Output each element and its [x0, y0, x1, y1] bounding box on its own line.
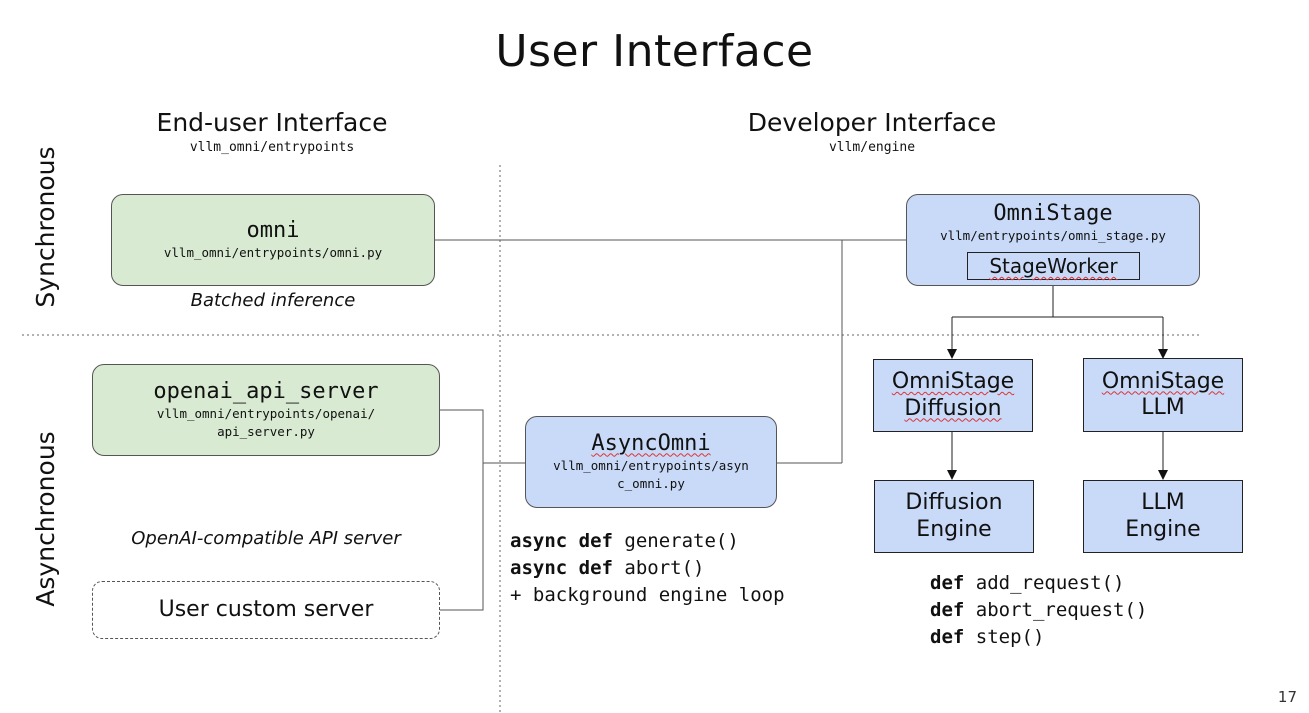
llm-engine-line2: Engine: [1125, 516, 1201, 542]
llm-engine-line1: LLM: [1141, 490, 1185, 516]
developer-heading: Developer Interface: [747, 108, 997, 137]
omni-stage-path: vllm/entrypoints/omni_stage.py: [940, 228, 1166, 244]
user-custom-server-box: User custom server: [92, 581, 440, 639]
openai-api-server-path-line1: vllm_omni/entrypoints/openai/: [156, 406, 376, 422]
omni-stage-name: OmniStage: [993, 201, 1113, 226]
diffusion-engine-line2: Engine: [916, 516, 992, 542]
omni-stage-box: OmniStage vllm/entrypoints/omni_stage.py: [906, 194, 1200, 286]
end-user-heading: End-user Interface: [156, 108, 388, 137]
function-name: abort(): [612, 557, 705, 579]
keyword: def: [930, 599, 965, 621]
omni-stage-llm-line2: LLM: [1141, 395, 1185, 420]
engine-api-code: def add_request()def abort_request()def …: [930, 570, 1147, 651]
slide-title: User Interface: [495, 26, 814, 77]
omni-stage-diffusion-box: OmniStage Diffusion: [873, 359, 1033, 432]
keyword: def: [930, 626, 965, 648]
async-api-line1: async def generate(): [510, 528, 785, 555]
function-name: generate(): [612, 530, 739, 552]
openai-api-server-name: openai_api_server: [153, 378, 379, 404]
function-name: step(): [964, 626, 1045, 648]
omni-stage-diffusion-line2: Diffusion: [904, 395, 1002, 421]
openai-caption: OpenAI-compatible API server: [131, 528, 401, 549]
function-name: add_request(): [964, 572, 1125, 594]
async-omni-path-line2: c_omni.py: [617, 476, 685, 492]
openai-api-server-box: openai_api_server vllm_omni/entrypoints/…: [92, 364, 440, 456]
async-omni-box: AsyncOmni vllm_omni/entrypoints/asyn c_o…: [525, 416, 777, 508]
openai-api-server-path-line2: api_server.py: [217, 424, 315, 440]
async-omni-path-line1: vllm_omni/entrypoints/asyn: [553, 458, 749, 474]
async-api-line2: async def abort(): [510, 555, 785, 582]
keyword: async def: [510, 557, 613, 579]
keyword: def: [930, 572, 965, 594]
developer-path: vllm/engine: [828, 140, 916, 155]
engine-api-line1: def add_request(): [930, 570, 1147, 597]
async-api-code: async def generate()async def abort()+ b…: [510, 528, 785, 609]
openai-to-bracket-line: [440, 409, 484, 611]
page-number: 17: [1277, 688, 1297, 706]
user-custom-server-label: User custom server: [158, 596, 374, 622]
stage-worker-label: StageWorker: [989, 254, 1118, 278]
omni-name: omni: [246, 217, 300, 243]
diffusion-engine-line1: Diffusion: [905, 490, 1003, 516]
stage-worker-box: StageWorker: [967, 252, 1140, 280]
row-label-asynchronous: Asynchronous: [31, 431, 60, 607]
diffusion-engine-box: Diffusion Engine: [874, 480, 1034, 553]
omni-stage-llm-box: OmniStage LLM: [1083, 358, 1243, 432]
row-label-synchronous: Synchronous: [31, 146, 60, 308]
omni-stage-diffusion-line1: OmniStage: [891, 369, 1015, 395]
keyword: async def: [510, 530, 613, 552]
async-omni-name: AsyncOmni: [591, 430, 711, 456]
omni-box: omni vllm_omni/entrypoints/omni.py: [111, 194, 435, 286]
async-api-line3: + background engine loop: [510, 584, 785, 606]
end-user-path: vllm_omni/entrypoints: [189, 140, 355, 155]
function-name: abort_request(): [964, 599, 1148, 621]
llm-engine-box: LLM Engine: [1083, 480, 1243, 553]
engine-api-line3: def step(): [930, 624, 1147, 651]
engine-api-line2: def abort_request(): [930, 597, 1147, 624]
omni-stage-llm-line1: OmniStage: [1101, 368, 1225, 394]
omni-path: vllm_omni/entrypoints/omni.py: [163, 245, 383, 261]
omni-caption: Batched inference: [190, 290, 356, 311]
